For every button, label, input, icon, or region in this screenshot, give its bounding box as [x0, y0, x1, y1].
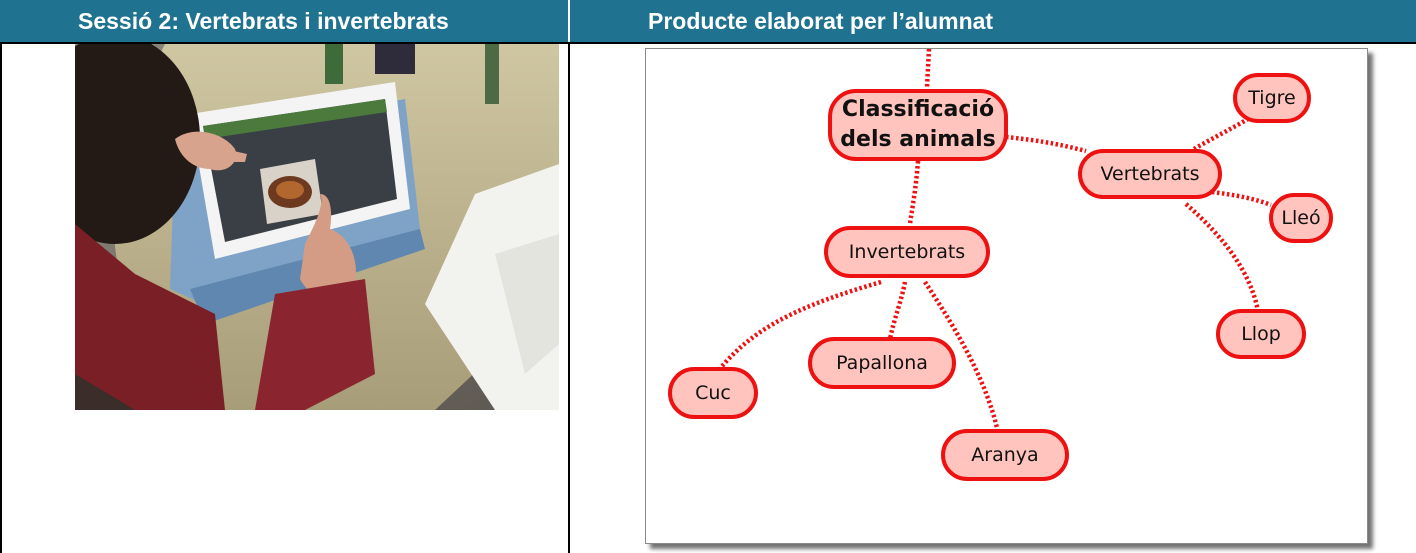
concept-node-vertebrats: Vertebrats [1078, 149, 1222, 199]
connector-root-top [924, 49, 932, 88]
concept-node-root-label: Classificació dels animals [840, 97, 996, 152]
concept-map-panel: Classificació dels animals Vertebrats In… [645, 48, 1368, 544]
concept-node-tigre-label: Tigre [1248, 87, 1296, 109]
concept-node-cuc: Cuc [668, 367, 758, 419]
column-divider [568, 42, 570, 553]
header-product-text: Producte elaborat per l’alumnat [648, 8, 994, 34]
connector-invertebrats-papallona [887, 281, 908, 340]
header-session: Sessió 2: Vertebrats i invertebrats [0, 0, 568, 42]
concept-node-invertebrats: Invertebrats [824, 226, 990, 278]
concept-node-lleo: Lleó [1269, 193, 1333, 243]
table-border-left [0, 42, 2, 553]
connector-root-invertebrats [907, 160, 921, 225]
concept-node-papallona: Papallona [808, 337, 956, 389]
connector-root-vertebrats [1005, 134, 1087, 154]
concept-map-connectors [716, 49, 1272, 433]
concept-node-root: Classificació dels animals [828, 89, 1008, 161]
header-divider [0, 42, 1416, 44]
connector-vertebrats-tigre [1192, 117, 1250, 151]
header-product: Producte elaborat per l’alumnat [570, 0, 1416, 42]
concept-node-llop-label: Llop [1241, 323, 1281, 345]
connector-vertebrats-lleo [1211, 189, 1272, 208]
concept-node-papallona-label: Papallona [836, 352, 928, 374]
concept-node-tigre: Tigre [1233, 73, 1311, 123]
student-tablet-photo [75, 44, 559, 410]
header-session-text: Sessió 2: Vertebrats i invertebrats [78, 8, 449, 34]
concept-node-lleo-label: Lleó [1281, 207, 1321, 229]
concept-node-aranya-label: Aranya [971, 444, 1039, 466]
concept-node-cuc-label: Cuc [695, 382, 731, 404]
concept-node-aranya: Aranya [941, 429, 1069, 481]
concept-node-vertebrats-label: Vertebrats [1100, 163, 1200, 185]
connector-invertebrats-cuc [716, 279, 882, 373]
connector-vertebrats-llop [1184, 202, 1261, 312]
concept-node-invertebrats-label: Invertebrats [848, 241, 966, 263]
concept-node-llop: Llop [1216, 309, 1306, 359]
